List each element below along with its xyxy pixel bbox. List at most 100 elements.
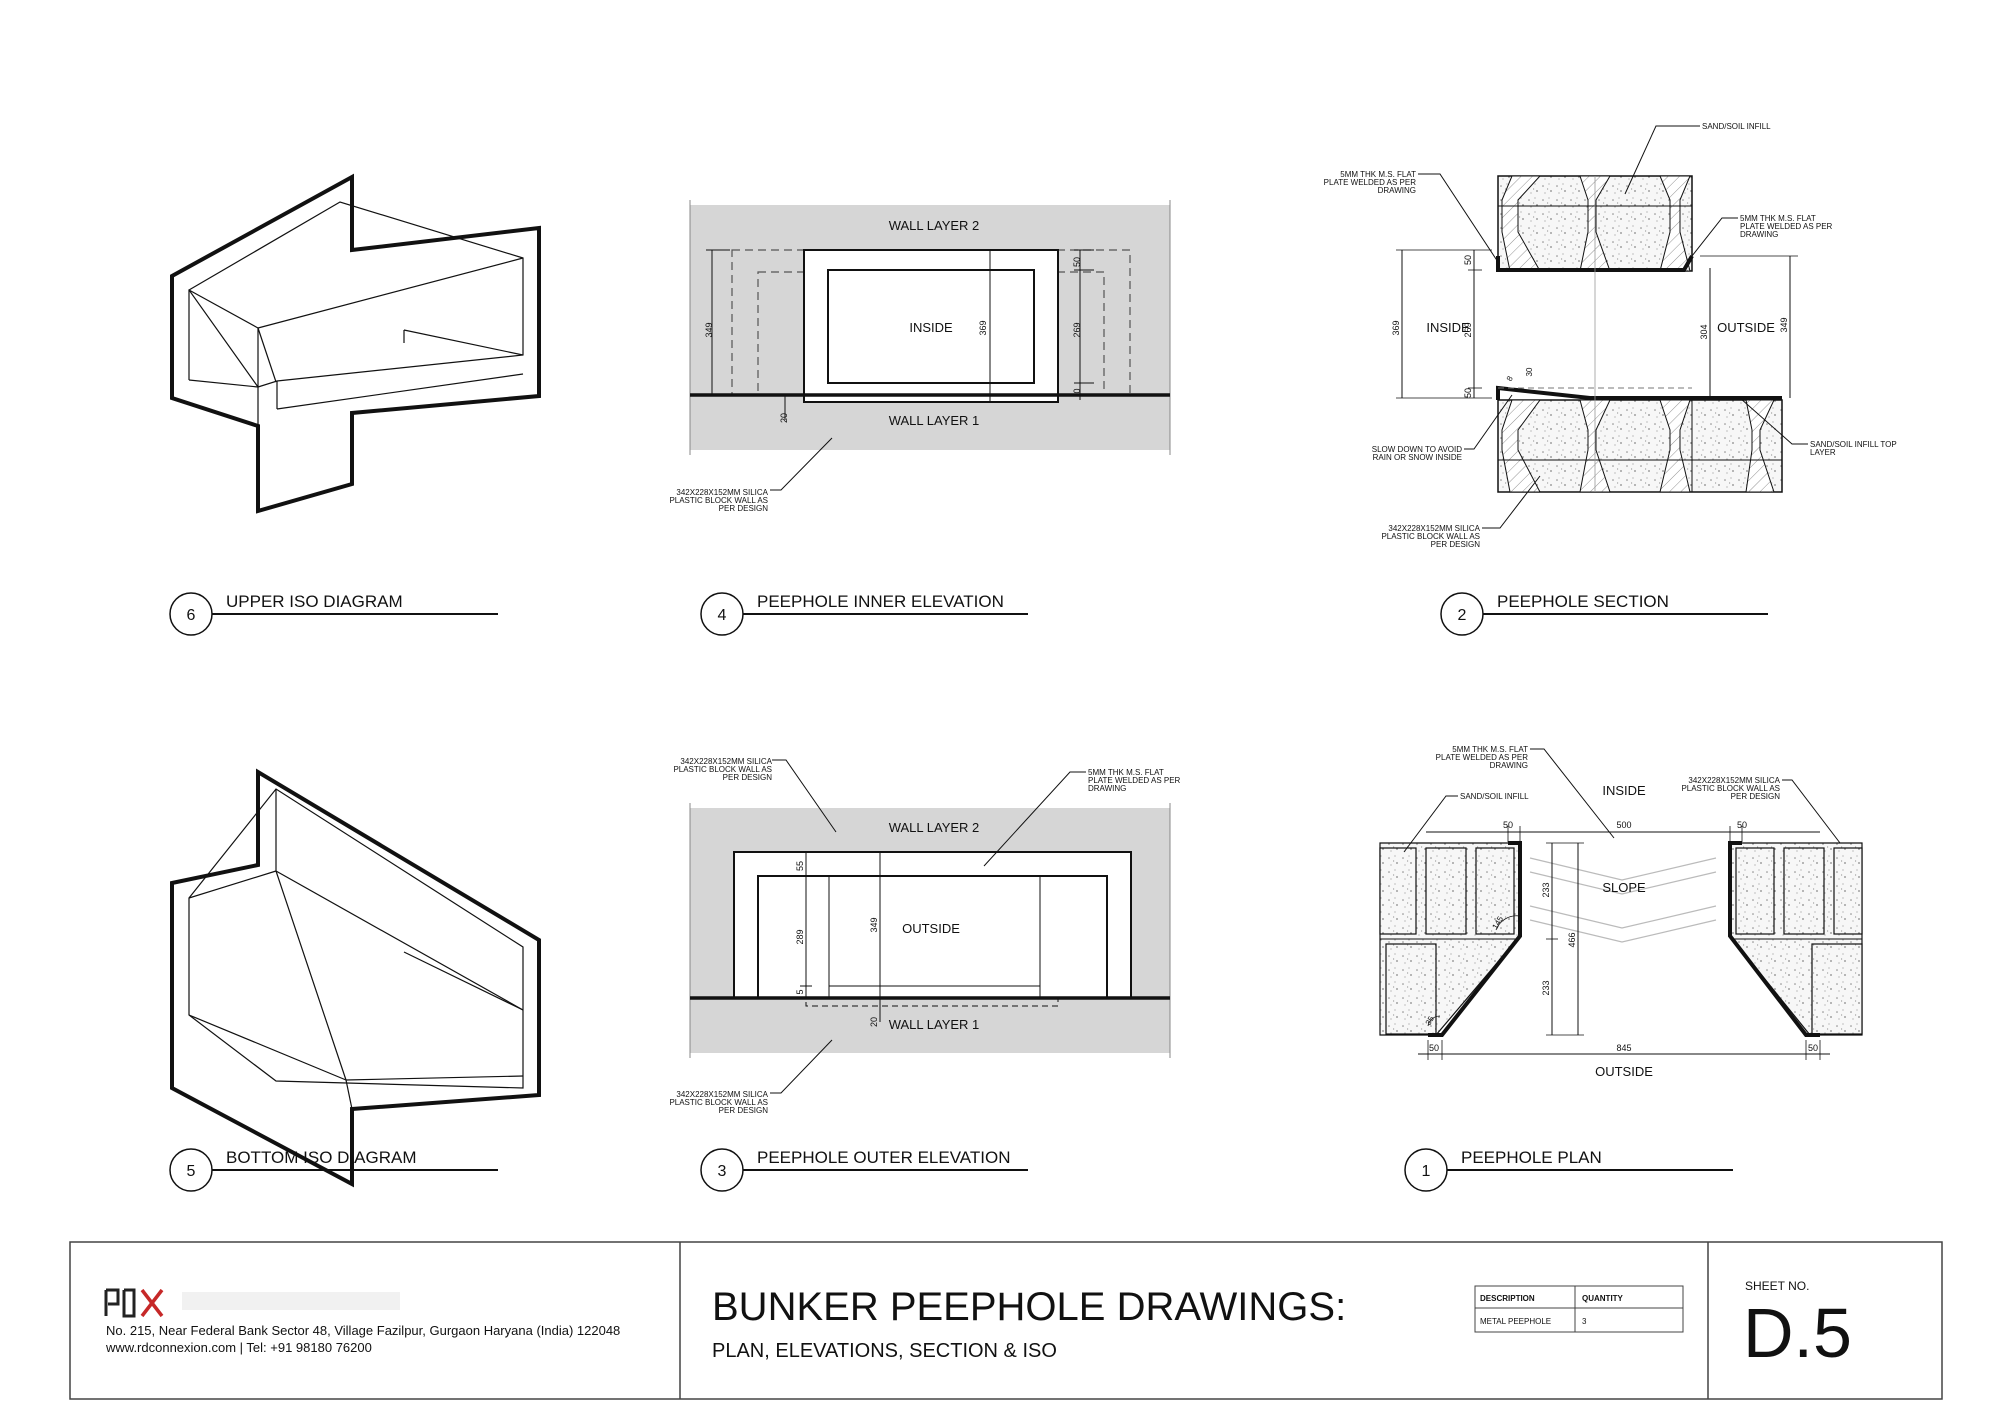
plan-dim-bottom-left: 50 bbox=[1429, 1043, 1439, 1053]
table-header-quantity: QUANTITY bbox=[1582, 1294, 1624, 1303]
outer-wall-layer-1: WALL LAYER 1 bbox=[889, 1017, 980, 1032]
inner-note-3: PER DESIGN bbox=[719, 504, 769, 513]
section-note-infill-2: LAYER bbox=[1810, 448, 1836, 457]
view-title: UPPER ISO DIAGRAM bbox=[226, 592, 403, 611]
sheet-subtitle: PLAN, ELEVATIONS, SECTION & ISO bbox=[712, 1340, 1057, 1362]
section-dim-right-mid: 304 bbox=[1699, 324, 1709, 339]
plan-dim-top-left: 50 bbox=[1503, 820, 1513, 830]
sheet-number-label: SHEET NO. bbox=[1745, 1279, 1809, 1293]
section-note-top: SAND/SOIL INFILL bbox=[1702, 122, 1771, 131]
outer-note-right-1: 5MM THK M.S. FLAT bbox=[1088, 768, 1164, 777]
view-number: 1 bbox=[1422, 1163, 1431, 1180]
view-title: BOTTOM ISO DIAGRAM bbox=[226, 1148, 416, 1167]
view-title: PEEPHOLE PLAN bbox=[1461, 1148, 1602, 1167]
outer-dim-center: 349 bbox=[869, 917, 879, 932]
section-note-slope-2: RAIN OR SNOW INSIDE bbox=[1373, 453, 1462, 462]
outer-dim-top: 55 bbox=[795, 861, 805, 871]
outer-note-top-2: PLASTIC BLOCK WALL AS bbox=[673, 765, 772, 774]
section-dim-right-outer: 349 bbox=[1779, 317, 1789, 332]
plan-note-infill: SAND/SOIL INFILL bbox=[1460, 792, 1529, 801]
inner-dim-right-bottom: 0 bbox=[1072, 388, 1082, 393]
view-title: PEEPHOLE INNER ELEVATION bbox=[757, 592, 1004, 611]
sheet-number: D.5 bbox=[1743, 1294, 1852, 1372]
plan-note-block-1: 342X228X152MM SILICA bbox=[1688, 776, 1780, 785]
plan-dim-h-bottom: 233 bbox=[1541, 980, 1551, 995]
outer-note-top-3: PER DESIGN bbox=[723, 773, 773, 782]
section-note-block-3: PER DESIGN bbox=[1431, 540, 1481, 549]
quantity-table bbox=[1474, 1285, 1684, 1333]
view-title-2: 2 PEEPHOLE SECTION bbox=[1440, 592, 1768, 636]
plan-dim-top-right: 50 bbox=[1737, 820, 1747, 830]
outer-note-right-2: PLATE WELDED AS PER bbox=[1088, 776, 1181, 785]
section-note-right-2: PLATE WELDED AS PER bbox=[1740, 222, 1833, 231]
view-number: 6 bbox=[187, 607, 196, 624]
section-dim-left-bottom: 50 bbox=[1463, 388, 1473, 398]
section-dim-slope-b: 8 bbox=[1505, 374, 1515, 383]
plan-inside-label: INSIDE bbox=[1602, 783, 1646, 798]
peephole-inner-elevation bbox=[689, 200, 1171, 455]
inner-dim-right: 269 bbox=[1072, 322, 1082, 337]
table-header-description: DESCRIPTION bbox=[1480, 1294, 1535, 1303]
section-dim-slope-a: 30 bbox=[1525, 367, 1534, 376]
plan-dim-top-mid: 500 bbox=[1616, 820, 1631, 830]
table-cell-description: METAL PEEPHOLE bbox=[1480, 1317, 1551, 1326]
section-note-left-3: DRAWING bbox=[1378, 186, 1416, 195]
plan-outside-label: OUTSIDE bbox=[1595, 1064, 1653, 1079]
section-outside-label: OUTSIDE bbox=[1717, 320, 1775, 335]
outer-note-right-3: DRAWING bbox=[1088, 784, 1126, 793]
view-title-1: 1 PEEPHOLE PLAN bbox=[1404, 1148, 1733, 1192]
section-note-right-3: DRAWING bbox=[1740, 230, 1778, 239]
inner-dim-center: 369 bbox=[978, 320, 988, 335]
inner-dim-right-top: 50 bbox=[1072, 257, 1082, 267]
plan-note-plate-2: PLATE WELDED AS PER bbox=[1436, 753, 1529, 762]
section-note-left-1: 5MM THK M.S. FLAT bbox=[1340, 170, 1416, 179]
view-number: 5 bbox=[187, 1163, 196, 1180]
plan-note-block-2: PLASTIC BLOCK WALL AS bbox=[1681, 784, 1780, 793]
section-note-infill-1: SAND/SOIL INFILL TOP bbox=[1810, 440, 1897, 449]
outer-note-bottom-1: 342X228X152MM SILICA bbox=[676, 1090, 768, 1099]
section-note-block-1: 342X228X152MM SILICA bbox=[1388, 524, 1480, 533]
view-title-5: 5 BOTTOM ISO DIAGRAM bbox=[169, 1148, 498, 1192]
inner-center-label: INSIDE bbox=[909, 320, 953, 335]
outer-dim-bottom-small: 5 bbox=[795, 989, 805, 994]
company-logo bbox=[104, 1288, 400, 1318]
view-number: 4 bbox=[718, 607, 727, 624]
plan-slope-label: SLOPE bbox=[1602, 880, 1646, 895]
peephole-outer-elevation bbox=[689, 803, 1171, 1058]
section-note-left-2: PLATE WELDED AS PER bbox=[1324, 178, 1417, 187]
inner-wall-layer-1: WALL LAYER 1 bbox=[889, 413, 980, 428]
sheet-title: BUNKER PEEPHOLE DRAWINGS: bbox=[712, 1285, 1346, 1329]
plan-note-block-3: PER DESIGN bbox=[1731, 792, 1781, 801]
bottom-iso-diagram bbox=[170, 768, 541, 1188]
view-number: 3 bbox=[718, 1163, 727, 1180]
outer-wall-layer-2: WALL LAYER 2 bbox=[889, 820, 980, 835]
section-dim-left-outer: 369 bbox=[1391, 320, 1401, 335]
plan-dim-bottom-mid: 845 bbox=[1616, 1043, 1631, 1053]
outer-dim-left: 289 bbox=[795, 929, 805, 944]
plan-note-plate-1: 5MM THK M.S. FLAT bbox=[1452, 745, 1528, 754]
company-address: No. 215, Near Federal Bank Sector 48, Vi… bbox=[106, 1323, 620, 1338]
peephole-section bbox=[1396, 175, 1798, 493]
section-note-right-1: 5MM THK M.S. FLAT bbox=[1740, 214, 1816, 223]
plan-dim-h-total: 466 bbox=[1567, 932, 1577, 947]
section-note-slope-1: SLOW DOWN TO AVOID bbox=[1372, 445, 1462, 454]
view-title-4: 4 PEEPHOLE INNER ELEVATION bbox=[700, 592, 1028, 636]
table-cell-quantity: 3 bbox=[1582, 1317, 1587, 1326]
inner-wall-layer-2: WALL LAYER 2 bbox=[889, 218, 980, 233]
section-dim-left-top: 50 bbox=[1463, 255, 1473, 265]
view-number: 2 bbox=[1458, 607, 1467, 624]
view-title-3: 3 PEEPHOLE OUTER ELEVATION bbox=[700, 1148, 1028, 1192]
outer-center-label: OUTSIDE bbox=[902, 921, 960, 936]
view-title: PEEPHOLE SECTION bbox=[1497, 592, 1669, 611]
company-contact: www.rdconnexion.com | Tel: +91 98180 762… bbox=[105, 1340, 372, 1355]
plan-note-plate-3: DRAWING bbox=[1490, 761, 1528, 770]
section-note-block-2: PLASTIC BLOCK WALL AS bbox=[1381, 532, 1480, 541]
inner-dim-bottom: 20 bbox=[779, 413, 789, 423]
title-block bbox=[69, 1241, 1943, 1400]
view-title: PEEPHOLE OUTER ELEVATION bbox=[757, 1148, 1011, 1167]
upper-iso-diagram bbox=[170, 173, 541, 514]
inner-note-2: PLASTIC BLOCK WALL AS bbox=[669, 496, 768, 505]
outer-note-bottom-2: PLASTIC BLOCK WALL AS bbox=[669, 1098, 768, 1107]
section-dim-left-mid: 269 bbox=[1463, 322, 1473, 337]
